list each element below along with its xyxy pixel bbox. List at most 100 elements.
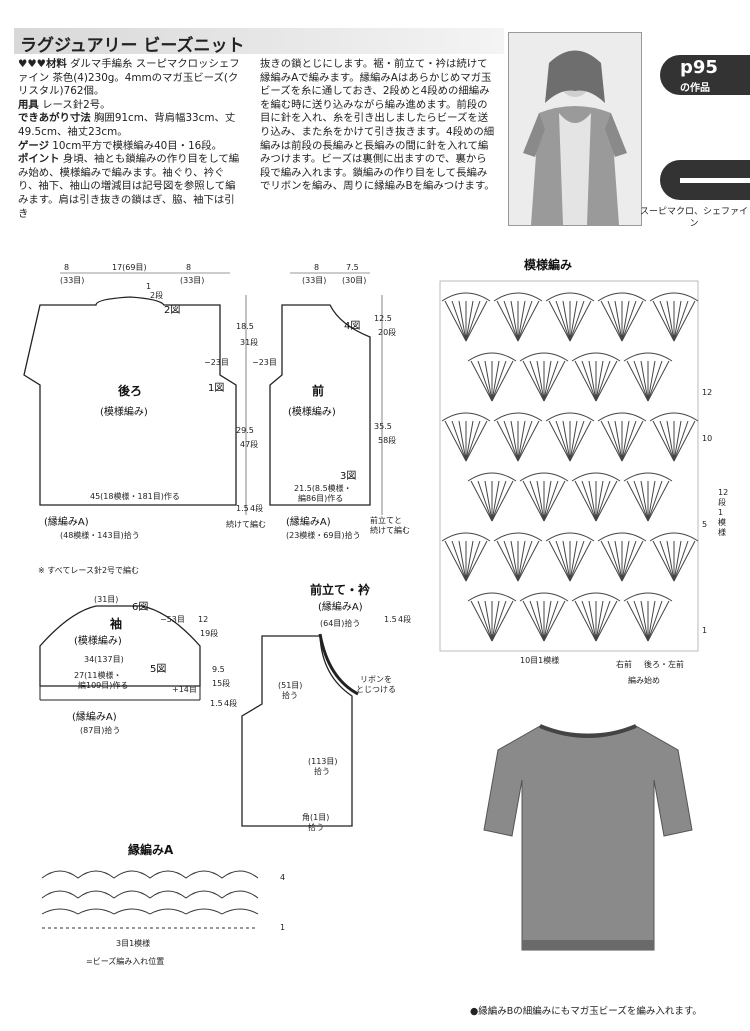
- fan-stitch: [522, 360, 545, 402]
- fan-stitch: [595, 600, 618, 642]
- back-subtitle: (模様編み): [100, 405, 148, 418]
- fan-stitch: [510, 300, 519, 342]
- fan-stitch: [614, 300, 623, 342]
- front-top-right-sub: (30目): [342, 276, 366, 285]
- fan-stitch: [673, 540, 682, 582]
- sleeve-h2: 9.5: [212, 665, 225, 674]
- fan-arc: [467, 352, 517, 362]
- fan-stitch: [595, 480, 618, 522]
- fan-stitch: [458, 540, 467, 582]
- fan-arc: [623, 352, 673, 362]
- fan-arc: [571, 592, 621, 602]
- pattern-row-1: 1: [702, 626, 707, 635]
- fan-stitch: [633, 360, 649, 402]
- fan-stitch: [444, 540, 467, 582]
- back-title: 後ろ: [118, 383, 142, 398]
- fan-arc: [441, 412, 491, 422]
- front-h2: 35.5: [374, 422, 392, 431]
- back-edge: (縁編みA): [44, 515, 89, 528]
- fan-arc: [545, 532, 595, 542]
- fan-stitch: [659, 540, 675, 582]
- placket-h: 1.5: [384, 615, 397, 624]
- fan-stitch: [621, 540, 630, 582]
- intro-right: 抜きの鎖とじにします。裾・前立て・衿は続けて縁編みAで編みます。縁編みAはあらか…: [260, 58, 495, 193]
- fan-stitch: [673, 300, 696, 342]
- fan-stitch: [470, 480, 493, 522]
- front-bottom-inner-b: 編86目)作る: [298, 493, 343, 503]
- fan-stitch: [555, 300, 571, 342]
- placket-diagram: 前立て・衿 (縁編みA) (64目)拾う 1.5 4段 (51目) 拾う リボン…: [241, 582, 411, 832]
- edging-repeat: 3目1模様: [116, 938, 150, 948]
- fan-stitch: [491, 600, 500, 642]
- back-bottom: (48模様・143目)拾う: [60, 530, 140, 540]
- fan-stitch: [458, 300, 467, 342]
- fan-stitch: [647, 480, 663, 522]
- fan-stitch: [510, 540, 519, 582]
- fan-stitch: [621, 540, 637, 582]
- fan-stitch: [673, 420, 682, 462]
- fan-stitch: [614, 540, 623, 582]
- fan-stitch: [517, 540, 540, 582]
- sleeve-h2b: 15段: [212, 678, 230, 688]
- fan-stitch: [444, 420, 467, 462]
- fan-stitch: [465, 420, 481, 462]
- fan-stitch: [491, 360, 507, 402]
- fan-stitch: [517, 420, 526, 462]
- fan-stitch: [477, 600, 493, 642]
- back-outline: [23, 296, 237, 506]
- fan-stitch: [451, 300, 467, 342]
- fan-stitch: [491, 600, 514, 642]
- pattern-note-you: 様: [718, 527, 726, 537]
- fan-stitch: [562, 300, 571, 342]
- fan-stitch: [581, 480, 597, 522]
- fan-stitch: [569, 540, 585, 582]
- fan-stitch: [503, 300, 519, 342]
- front-outline: [269, 304, 371, 506]
- fan-stitch: [607, 540, 623, 582]
- fan-stitch: [588, 480, 597, 522]
- fan-stitch: [652, 420, 675, 462]
- front-bottom: (23模様・69目)拾う: [286, 530, 361, 540]
- pattern-start: 編み始め: [628, 675, 660, 685]
- all-note: ※ すべてレース針2号で編む: [38, 566, 140, 575]
- fan-stitch: [569, 300, 578, 342]
- placket-hb: 4段: [398, 614, 411, 624]
- fan-arc: [649, 412, 699, 422]
- fan-stitch: [548, 300, 571, 342]
- pattern-bottom-a: 右前: [616, 659, 632, 669]
- fan-stitch: [465, 540, 474, 582]
- fan-stitch: [673, 300, 689, 342]
- fan-stitch: [640, 480, 649, 522]
- fan-stitch: [569, 540, 578, 582]
- size: できあがり寸法 胸囲91cm、背肩幅33cm、丈49.5cm、袖丈23cm。: [18, 112, 236, 138]
- fan-stitch: [595, 360, 611, 402]
- fan-stitch: [548, 420, 571, 462]
- fan-stitch: [652, 540, 675, 582]
- fan-arc: [493, 412, 543, 422]
- fan-stitch: [491, 480, 514, 522]
- fan-arc: [623, 592, 673, 602]
- fan-arc: [441, 292, 491, 302]
- back-neck-1: 1: [146, 282, 151, 291]
- sleeve-fig6: 6図: [132, 601, 148, 613]
- fan-stitch: [607, 300, 623, 342]
- fan-stitch: [465, 540, 481, 582]
- back-h3: 1.5: [236, 504, 249, 513]
- front-join-a: 前立てと: [370, 515, 402, 525]
- front-h1b: 20段: [378, 327, 396, 337]
- pattern-repeat: 10目1模様: [520, 655, 559, 665]
- fan-stitch: [574, 360, 597, 402]
- pattern-row-5: 5: [702, 520, 707, 529]
- sweater-illustration: [483, 724, 693, 951]
- fan-stitch: [647, 360, 670, 402]
- fan-stitch: [510, 420, 519, 462]
- fan-stitch: [626, 360, 649, 402]
- sleeve-outline: [39, 605, 201, 687]
- fan-stitch: [491, 360, 514, 402]
- fan-stitch: [633, 600, 649, 642]
- sleeve-plus14: +14目: [172, 685, 197, 694]
- front-edge: (縁編みA): [286, 515, 331, 528]
- fan-stitch: [543, 600, 552, 642]
- back-top-right-sub: (33目): [180, 276, 204, 285]
- page-tab: p95 の作品: [660, 55, 750, 95]
